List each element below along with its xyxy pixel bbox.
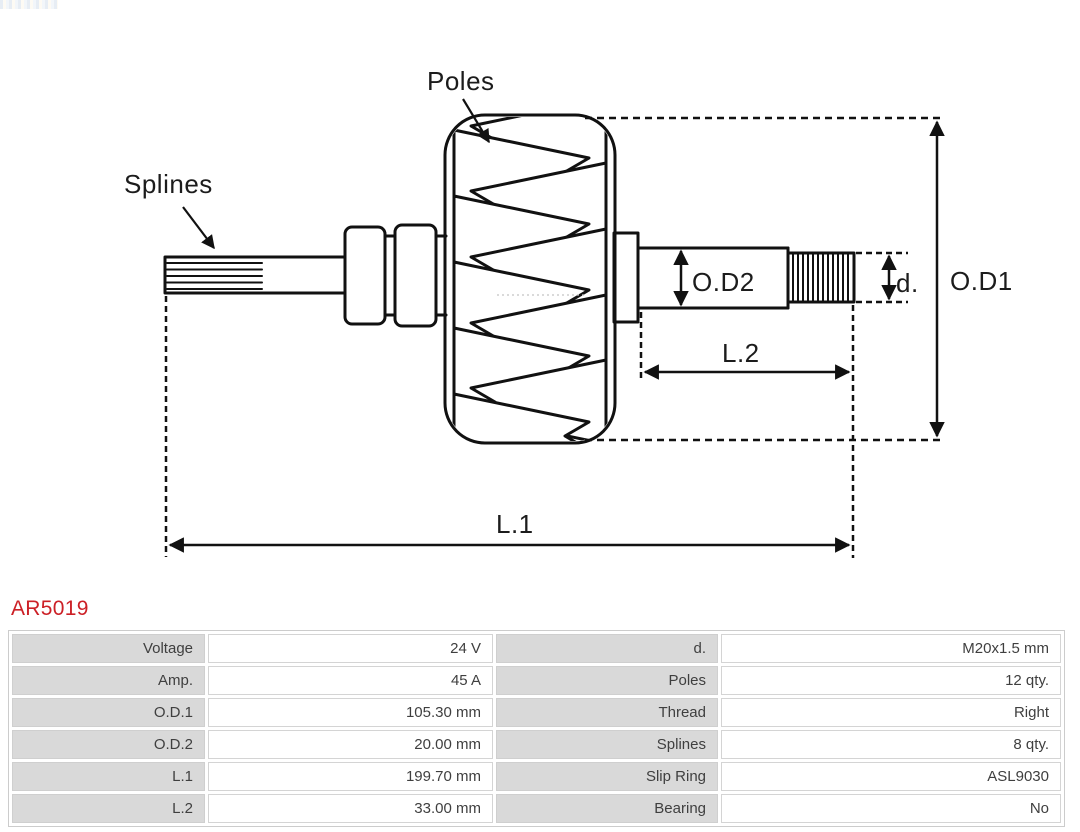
spec-label-cell: L.2 (12, 794, 205, 823)
spec-value-cell: 12 qty. (721, 666, 1061, 695)
od1-dimension-label: O.D1 (950, 266, 1013, 296)
corner-watermark (0, 0, 58, 9)
right-spacer (612, 231, 640, 324)
rotor-diagram-svg: Poles Splines O.D2 d. O.D1 L.2 L.1 (124, 66, 1013, 558)
callout-leaders (182, 98, 490, 250)
l2-dimension-label: L.2 (722, 338, 760, 368)
spec-value-cell: No (721, 794, 1061, 823)
spec-value-cell: 105.30 mm (208, 698, 493, 727)
spec-label-cell: Slip Ring (496, 762, 718, 791)
spec-value-cell: ASL9030 (721, 762, 1061, 791)
splines-leader-arrow (182, 206, 215, 250)
spec-value-cell: M20x1.5 mm (721, 634, 1061, 663)
part-number: AR5019 (11, 597, 89, 620)
poles-label: Poles (427, 66, 495, 96)
d-dimension-label: d. (896, 268, 919, 298)
thread-section (786, 251, 856, 304)
thread-hatching (792, 253, 849, 302)
spec-label-cell: Poles (496, 666, 718, 695)
spec-label-cell: Splines (496, 730, 718, 759)
spec-label-cell: d. (496, 634, 718, 663)
spline-lines (166, 262, 263, 290)
spec-value-cell: Right (721, 698, 1061, 727)
l1-dimension-label: L.1 (496, 509, 534, 539)
rotor-outline (163, 113, 856, 445)
spec-label-cell: Bearing (496, 794, 718, 823)
spec-value-cell: 24 V (208, 634, 493, 663)
spec-label-cell: O.D.2 (12, 730, 205, 759)
collar-2 (393, 223, 438, 328)
splines-label: Splines (124, 169, 213, 199)
spec-label-cell: O.D.1 (12, 698, 205, 727)
spec-value-cell: 8 qty. (721, 730, 1061, 759)
spec-value-cell: 20.00 mm (208, 730, 493, 759)
spec-value-cell: 33.00 mm (208, 794, 493, 823)
spec-label-cell: Voltage (12, 634, 205, 663)
spec-label-cell: Thread (496, 698, 718, 727)
spec-label-cell: L.1 (12, 762, 205, 791)
spec-value-cell: 199.70 mm (208, 762, 493, 791)
spec-label-cell: Amp. (12, 666, 205, 695)
rotor-technical-drawing: Poles Splines O.D2 d. O.D1 L.2 L.1 (124, 66, 1013, 558)
claw-poles (452, 117, 608, 441)
od2-dimension-label: O.D2 (692, 267, 755, 297)
poles-leader-arrow (462, 98, 490, 144)
collar-1 (343, 225, 387, 326)
dimension-lines (164, 116, 945, 558)
spec-value-cell: 45 A (208, 666, 493, 695)
